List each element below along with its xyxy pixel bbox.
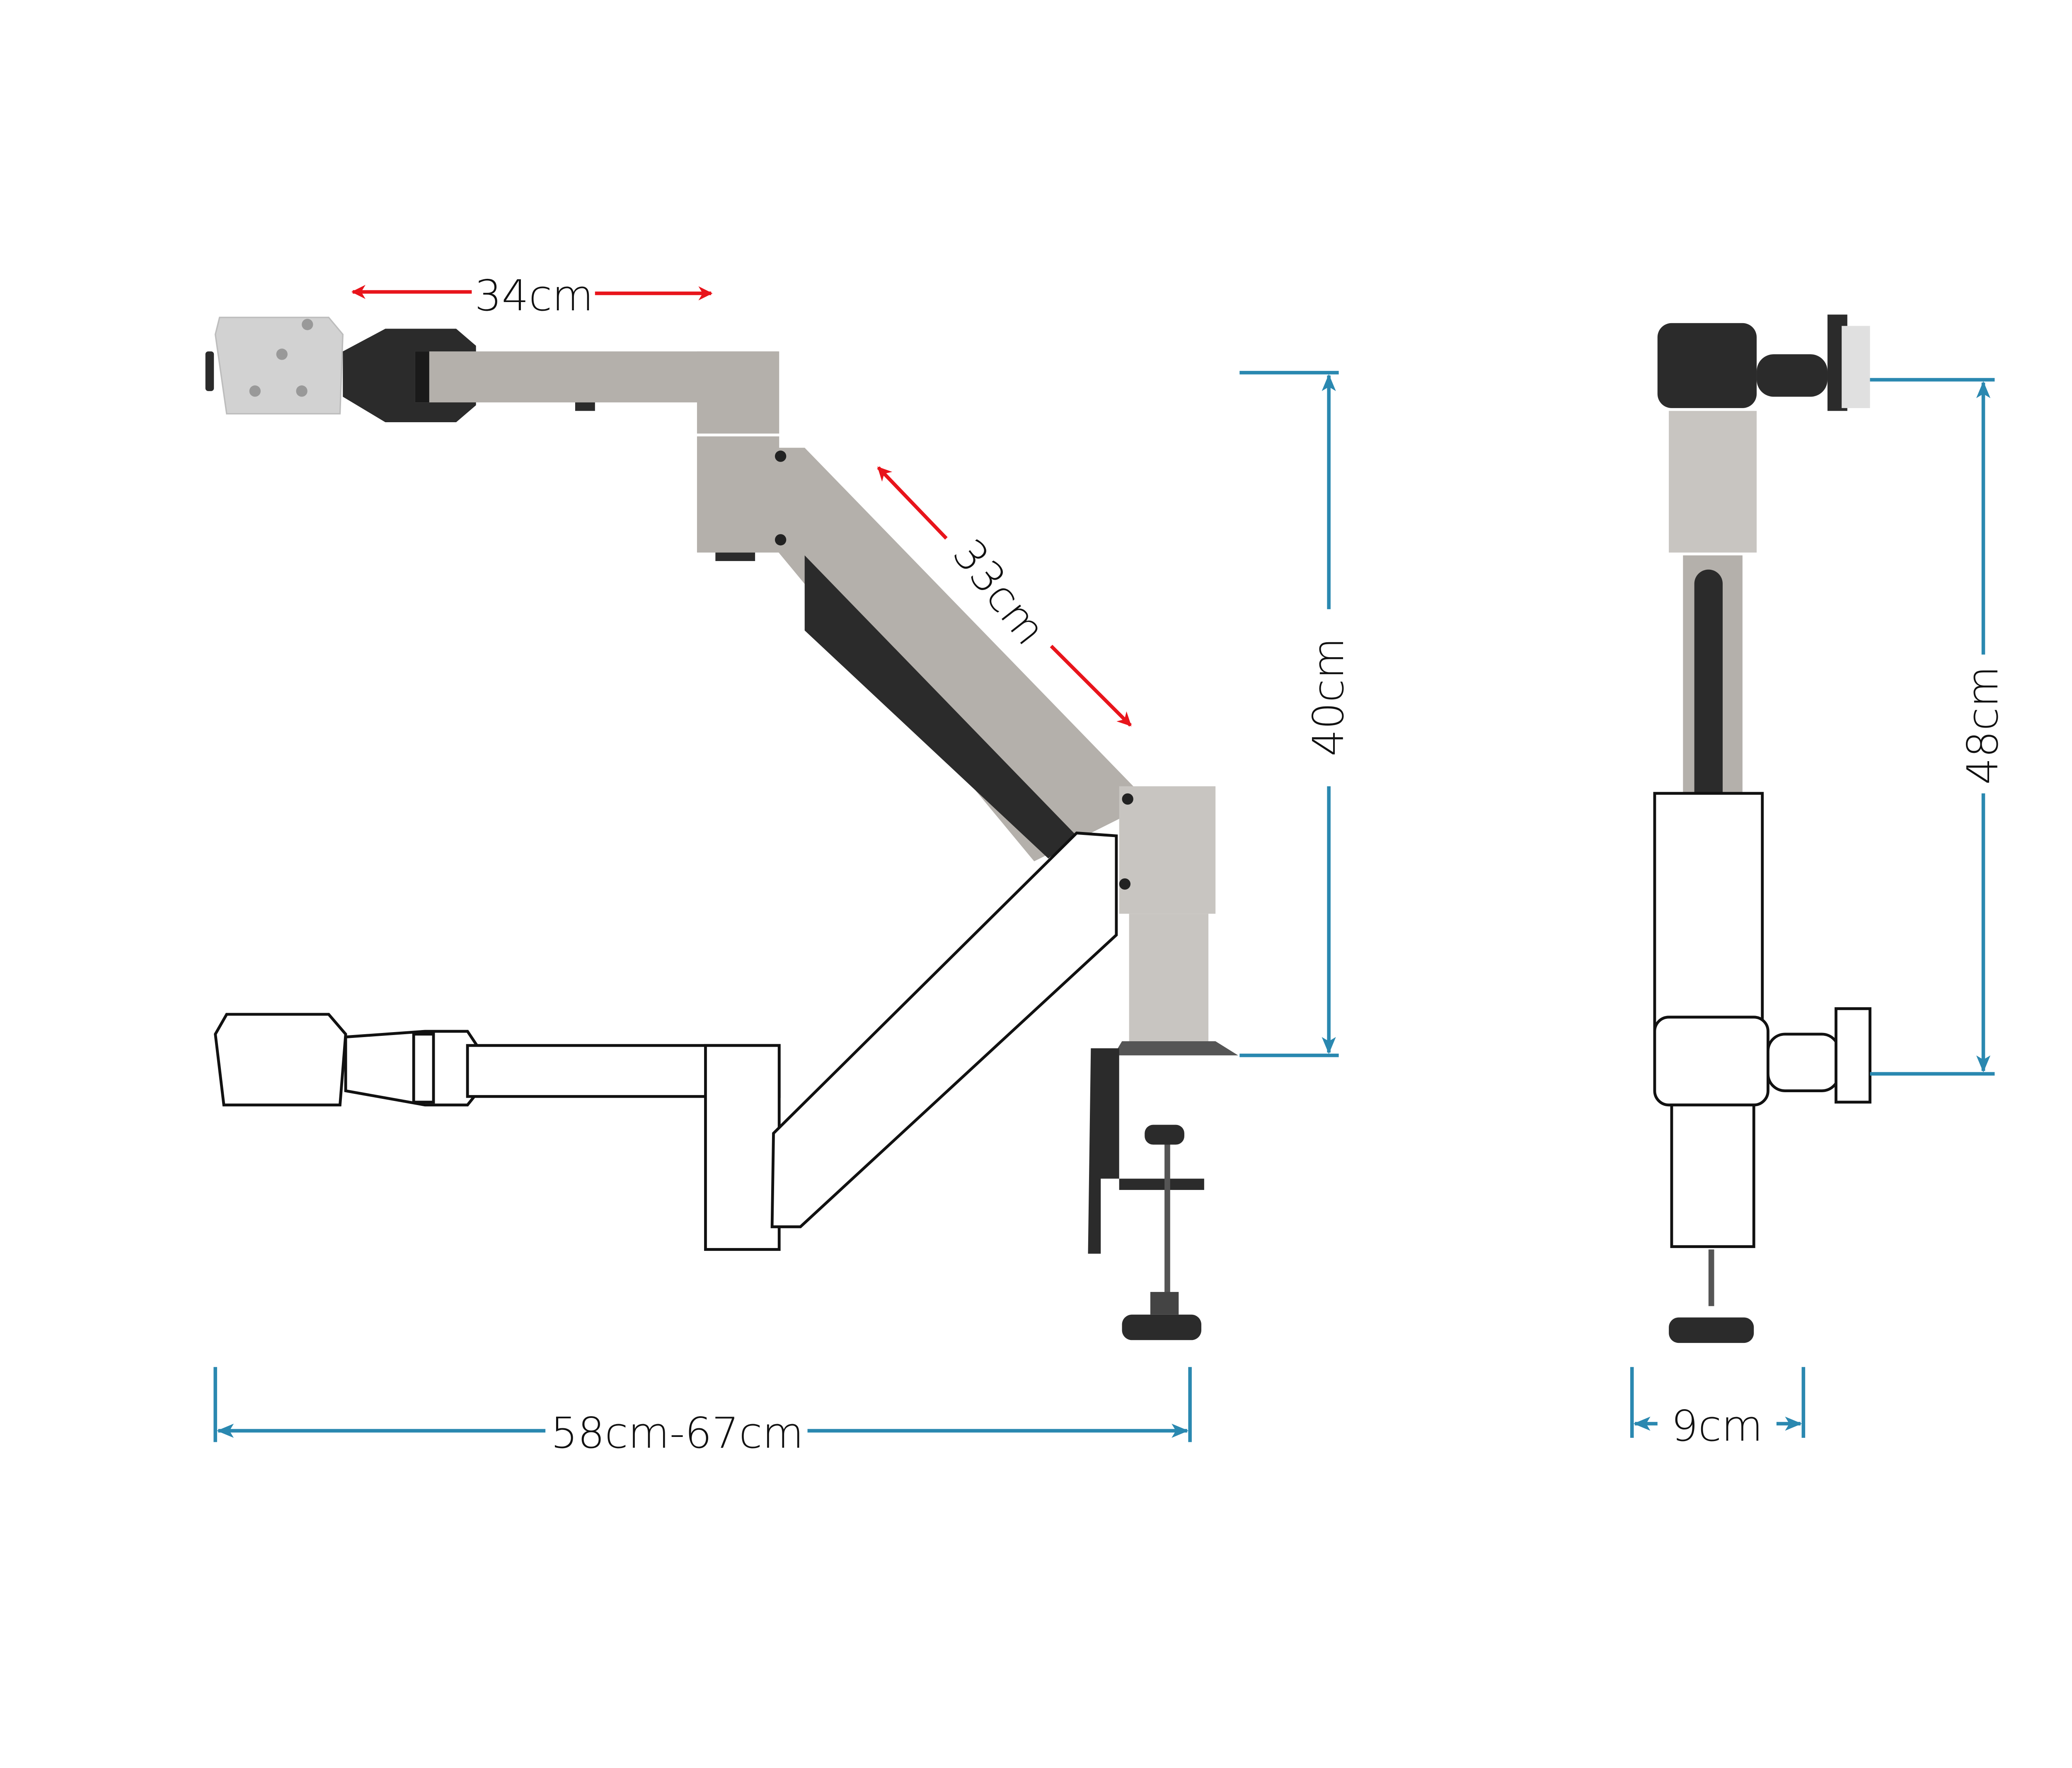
reach-label: 58cm-67cm [551,1409,804,1458]
vesa-plate-lowered [214,1013,347,1107]
upper-arm-length-dimension: 34cm [351,271,713,321]
pole-base [1129,914,1209,1041]
side-view: 34cm 33cm 40cm 58cm-67cm [205,271,1353,1458]
side-height-dimension: 40cm [1239,371,1353,1057]
vesa-plate-raised [205,317,344,415]
front-view: 48cm 9cm [1630,314,2008,1451]
desk-clamp [1088,1048,1204,1340]
upper-arm-length-label: 34cm [474,271,593,321]
side-height-label: 40cm [1304,638,1353,757]
front-width-label: 9cm [1671,1402,1763,1451]
front-height-dimension: 48cm [1870,378,2008,1076]
elbow-column-lowered [704,1044,781,1251]
front-height-label: 48cm [1958,666,2008,785]
pole-top [1119,786,1216,914]
arm-raised-position [205,317,1238,1056]
lower-arm-raised [776,447,1133,861]
lower-arm-lowered [770,831,1118,1229]
front-width-dimension: 9cm [1630,1367,1806,1451]
arm-lowered-position [214,831,1118,1251]
reach-dimension: 58cm-67cm [213,1367,1192,1458]
front-arm-body [1653,314,1871,1343]
elbow-column-raised [697,436,779,553]
